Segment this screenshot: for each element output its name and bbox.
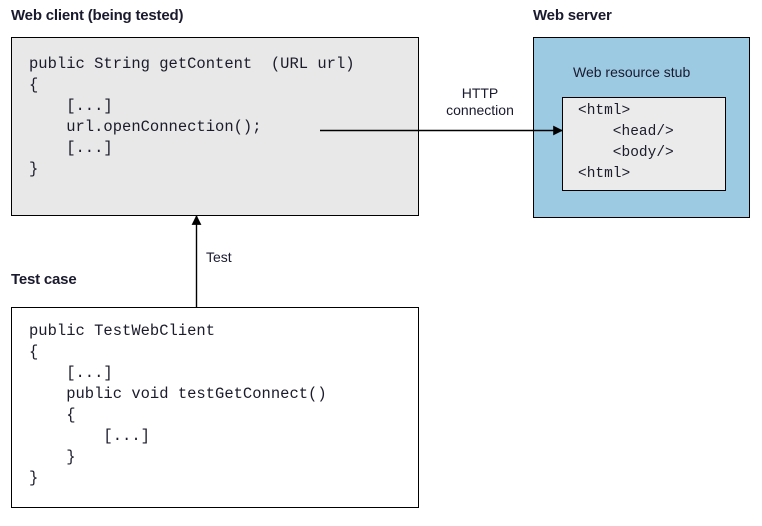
http-connection-label-line1: HTTP <box>461 85 499 101</box>
web-resource-stub-label: Web resource stub <box>573 64 691 80</box>
web-resource-stub-box <box>562 97 726 191</box>
test-case-box <box>11 307 419 508</box>
web-resource-stub-code: <html> <head/> <body/> <html> <box>578 103 674 182</box>
web-client-heading: Web client (being tested) <box>11 7 184 24</box>
http-connection-label-line2: connection <box>446 102 514 118</box>
test-case-heading: Test case <box>11 271 77 288</box>
web-client-box <box>11 37 419 216</box>
test-arrow-label: Test <box>206 249 232 265</box>
http-connection-label: HTTP connection <box>432 85 528 119</box>
web-server-heading: Web server <box>533 7 612 24</box>
web-client-code: public String getContent (URL url) { [..… <box>29 55 355 178</box>
test-case-code: public TestWebClient { [...] public void… <box>29 322 327 487</box>
